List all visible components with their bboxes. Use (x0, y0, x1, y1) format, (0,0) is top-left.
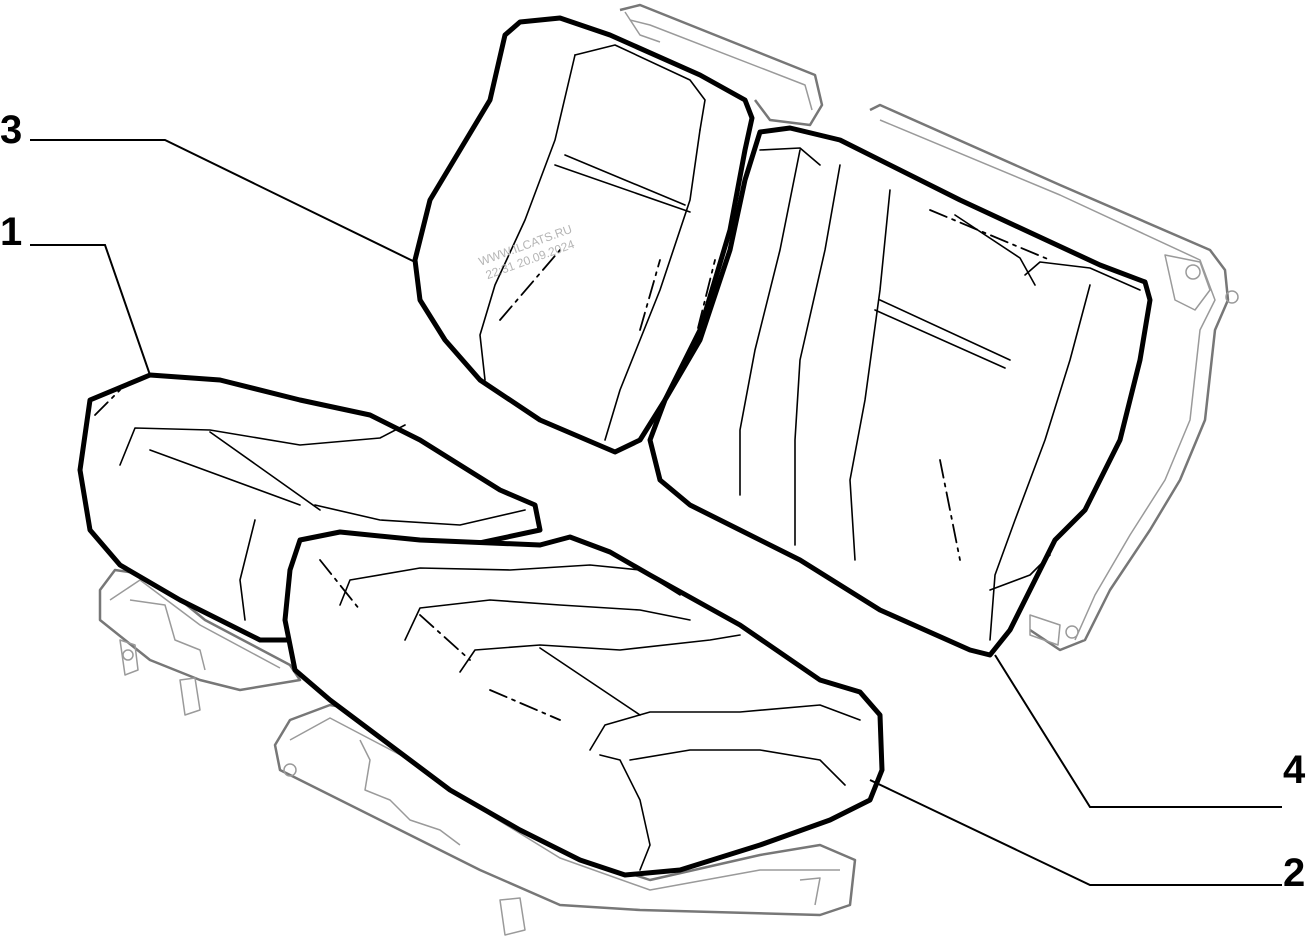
callout-3: 3 (0, 108, 22, 152)
left-backrest-cover (412, 15, 755, 455)
leader-line-3 (30, 139, 416, 263)
callout-4: 4 (1283, 748, 1306, 792)
right-seat-cushion-cover (282, 529, 885, 878)
right-backrest-cover (647, 125, 1153, 658)
left-backrest-frame (619, 3, 824, 127)
leader-line-4 (994, 654, 1282, 808)
callout-2: 2 (1283, 851, 1305, 895)
right-backrest-frame (869, 103, 1239, 652)
callout-1: 1 (0, 210, 22, 254)
leader-line-2 (869, 779, 1282, 886)
leader-line-1 (30, 244, 151, 376)
